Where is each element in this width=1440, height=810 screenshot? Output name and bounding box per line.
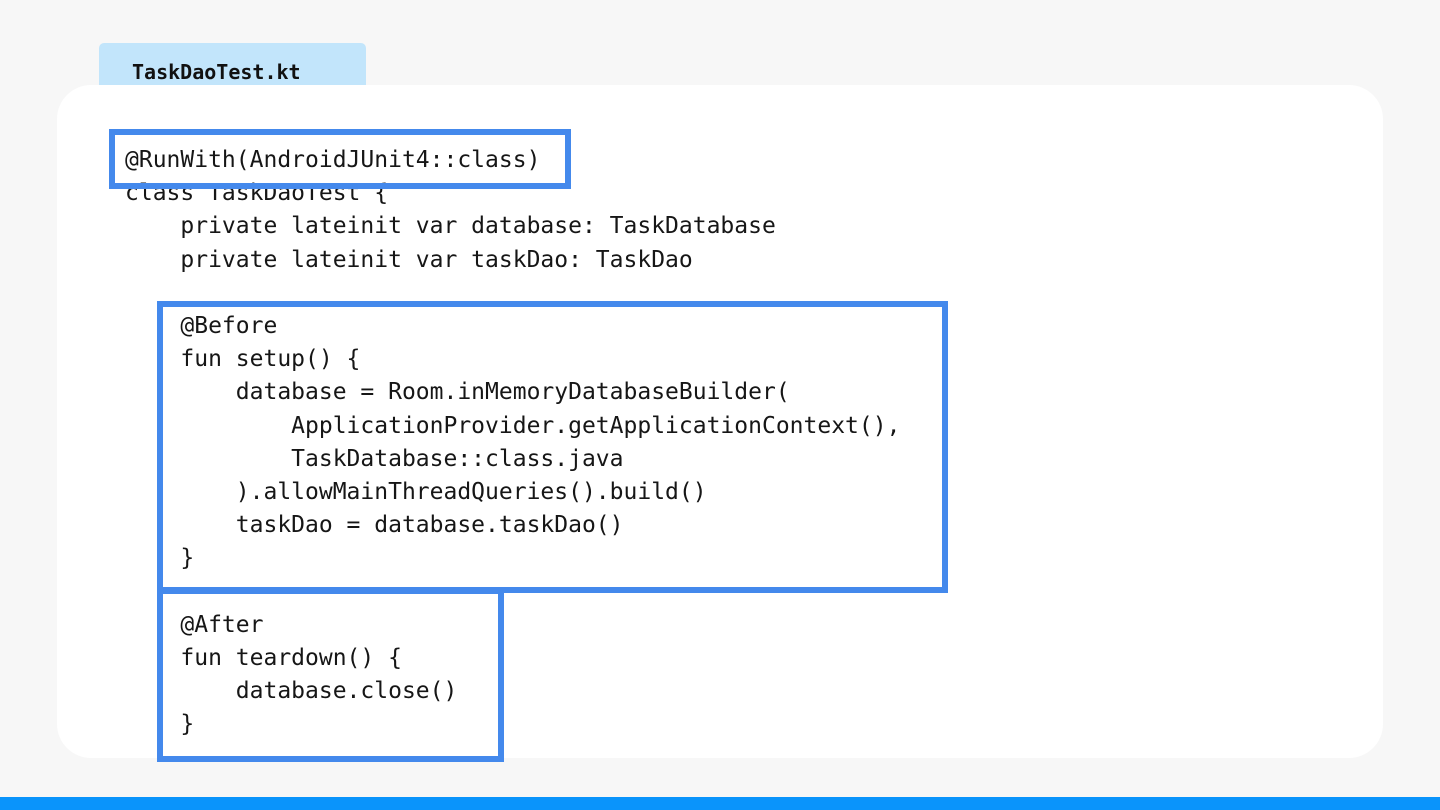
file-tab-label: TaskDaoTest.kt: [132, 60, 301, 84]
code-line-13: }: [125, 545, 195, 572]
bottom-accent-bar: [0, 797, 1440, 810]
code-line-9: ApplicationProvider.getApplicationContex…: [125, 412, 901, 439]
code-line-10: TaskDatabase::class.java: [125, 445, 624, 472]
highlight-runwith-annotation: [109, 129, 571, 189]
code-line-3: private lateinit var database: TaskDatab…: [125, 213, 776, 240]
code-line-18: }: [125, 711, 195, 738]
code-line-4: private lateinit var taskDao: TaskDao: [125, 246, 693, 273]
code-line-1: @RunWith(AndroidJUnit4::class): [125, 147, 541, 173]
code-block: @RunWith(AndroidJUnit4::class) class Tas…: [125, 144, 900, 741]
highlight-before-setup: [157, 301, 948, 593]
code-line-16: fun teardown() {: [125, 644, 402, 671]
code-line-7: fun setup() {: [125, 346, 361, 373]
code-panel: [57, 85, 1383, 758]
code-line-11: ).allowMainThreadQueries().build(): [125, 478, 707, 505]
code-line-17: database.close(): [125, 678, 458, 704]
code-line-15: @After: [125, 611, 264, 638]
code-line-12: taskDao = database.taskDao(): [125, 512, 624, 539]
highlight-after-teardown: [157, 588, 504, 762]
code-line-8: database = Room.inMemoryDatabaseBuilder(: [125, 379, 790, 406]
code-line-6: @Before: [125, 312, 278, 339]
